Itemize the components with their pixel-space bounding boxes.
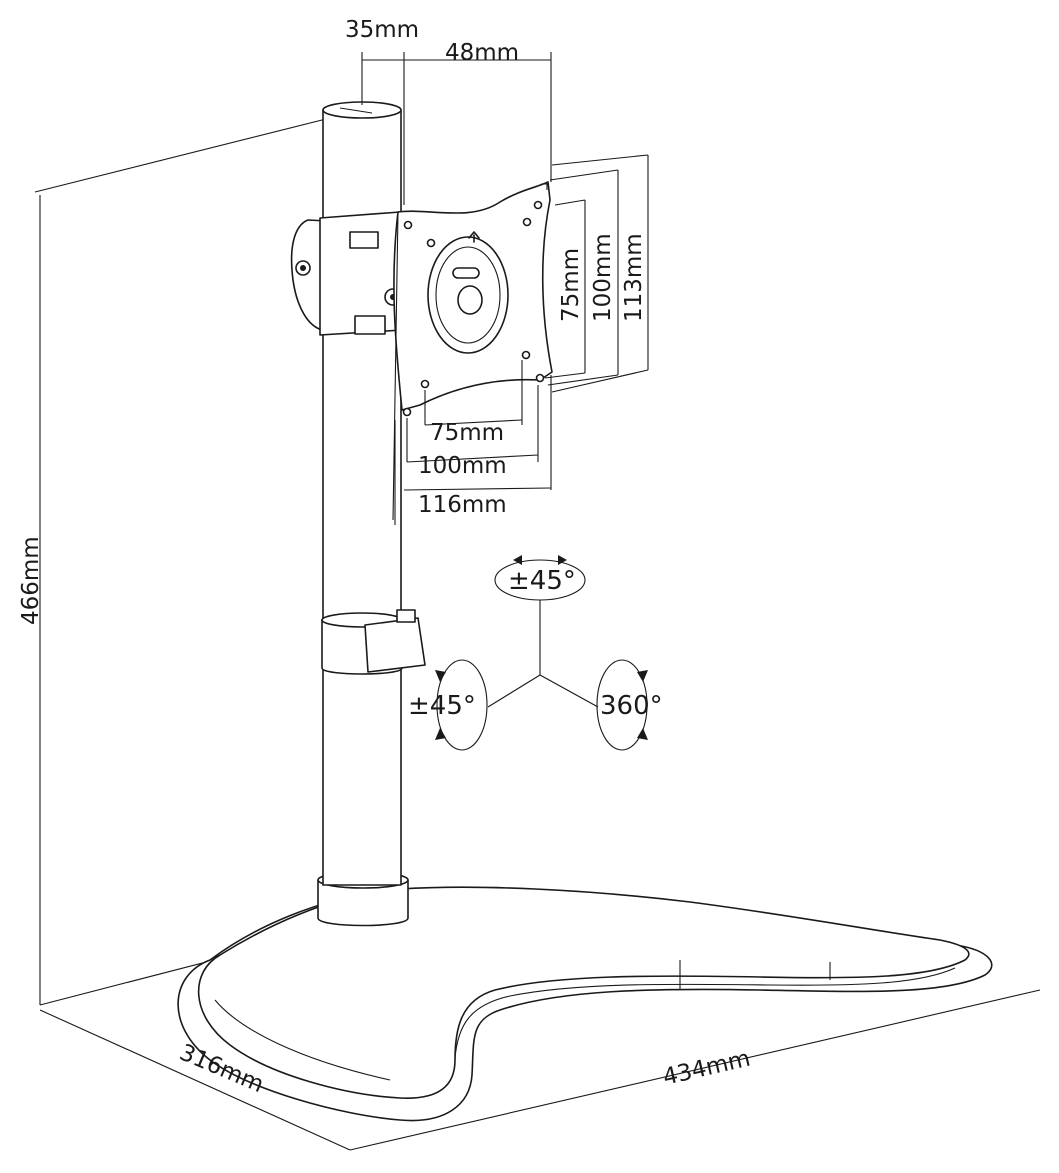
- label-total-height: 466mm: [18, 536, 44, 625]
- dimension-lines-top: [361, 52, 552, 205]
- label-vesa-h-75: 75mm: [430, 420, 504, 446]
- label-pole-to-plate: 48mm: [445, 40, 519, 66]
- stand-base: [177, 886, 993, 1122]
- tilt-ellipse: [494, 559, 586, 601]
- reference-lines: [34, 117, 1041, 1151]
- label-plate-width: 116mm: [418, 492, 507, 518]
- label-base-width: 434mm: [661, 1046, 753, 1091]
- adjustment-indicators: [435, 555, 648, 751]
- adjustment-labels: ±45° ±45° 360°: [408, 566, 663, 721]
- dimension-lines-right: [544, 154, 649, 393]
- height-clamp: [321, 609, 426, 675]
- label-vesa-v-75: 75mm: [558, 248, 584, 322]
- arrow-down-icon: [435, 728, 446, 740]
- swivel-ellipse: [436, 659, 488, 751]
- label-vesa-h-100: 100mm: [418, 453, 507, 479]
- dimension-lines-bottom: [394, 360, 552, 525]
- label-vesa-v-100: 100mm: [590, 233, 616, 322]
- vesa-plate: [392, 181, 553, 521]
- arrow-down-icon: [637, 728, 648, 740]
- label-swivel: ±45°: [408, 691, 476, 721]
- label-rotation: 360°: [600, 691, 663, 721]
- arrow-right-icon: [558, 555, 567, 565]
- arrow-up-icon: [435, 670, 446, 682]
- rotation-ellipse: [596, 659, 648, 751]
- arrow-up-icon: [637, 670, 648, 682]
- label-tilt: ±45°: [508, 566, 576, 596]
- label-plate-height: 113mm: [621, 233, 647, 322]
- arrow-left-icon: [513, 555, 522, 565]
- pivot-bracket: [290, 211, 406, 336]
- label-pole-diameter: 35mm: [345, 17, 419, 43]
